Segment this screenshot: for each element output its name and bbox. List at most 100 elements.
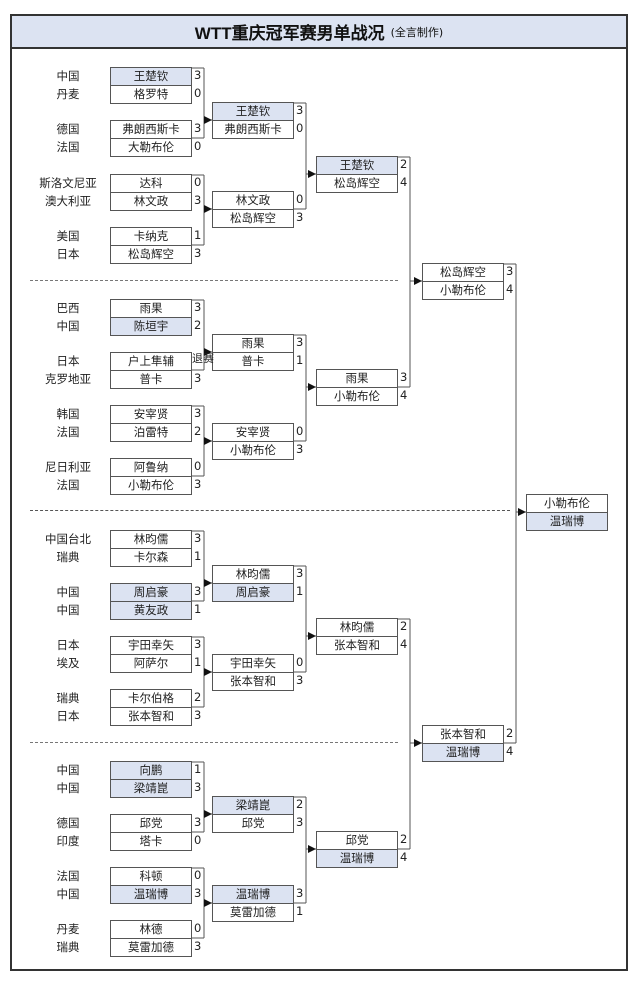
player-name: 松岛辉空 [423, 264, 503, 282]
player-score: 0 [296, 192, 304, 206]
player-score: 3 [194, 477, 202, 491]
player-score: 3 [296, 886, 304, 900]
round1-match: 邱党塔卡 [110, 814, 192, 851]
player-score: 4 [400, 388, 408, 402]
round3-match: 林昀儒张本智和 [316, 618, 398, 655]
arrow-icon [204, 899, 212, 907]
round2-match: 王楚钦弗朗西斯卡 [212, 102, 294, 139]
player-score: 4 [506, 744, 514, 758]
player-score: 3 [194, 406, 202, 420]
round2-match: 雨果普卡 [212, 334, 294, 371]
round1-match: 弗朗西斯卡大勒布伦 [110, 120, 192, 157]
player-score: 2 [400, 832, 408, 846]
player-country: 斯洛文尼亚 [39, 176, 97, 190]
player-score: 1 [194, 602, 202, 616]
player-country: 法国 [56, 425, 80, 439]
player-name: 雨果 [111, 300, 191, 318]
player-name: 梁靖崑 [111, 780, 191, 797]
arrow-icon [414, 277, 422, 285]
player-score: 3 [296, 210, 304, 224]
player-score: 1 [296, 353, 304, 367]
round2-match: 梁靖崑邱党 [212, 796, 294, 833]
player-score: 2 [296, 797, 304, 811]
player-name: 大勒布伦 [128, 140, 174, 154]
player-name: 雨果 [317, 370, 397, 388]
player-score: 2 [194, 318, 202, 332]
player-score: 1 [296, 904, 304, 918]
player-name: 户上隼辅 [111, 353, 191, 371]
player-country: 尼日利亚 [45, 460, 91, 474]
player-country: 日本 [56, 638, 80, 652]
arrow-icon [204, 205, 212, 213]
player-country: 日本 [56, 247, 80, 261]
player-name: 张本智和 [423, 726, 503, 744]
player-name: 梁靖崑 [213, 797, 293, 815]
page-title: WTT重庆冠军赛男单战况 [194, 24, 385, 43]
player-name: 弗朗西斯卡 [224, 122, 282, 136]
player-country: 德国 [56, 816, 80, 830]
withdrawal-note: 退赛 [192, 352, 214, 365]
player-name: 温瑞博 [527, 513, 607, 530]
player-score: 3 [194, 300, 202, 314]
player-name: 卡纳克 [111, 228, 191, 246]
player-score: 3 [194, 780, 202, 794]
player-country: 印度 [56, 834, 80, 848]
player-name: 塔卡 [139, 834, 163, 848]
arrow-icon [204, 116, 212, 124]
player-score: 0 [194, 921, 202, 935]
player-score: 2 [506, 726, 514, 740]
header: WTT重庆冠军赛男单战况 (全言制作) [10, 14, 628, 49]
player-name: 卡尔伯格 [111, 690, 191, 708]
player-country: 中国 [56, 585, 80, 599]
player-score: 1 [296, 584, 304, 598]
player-name: 王楚钦 [317, 157, 397, 175]
player-name: 小勒布伦 [128, 478, 174, 492]
player-name: 林文政 [213, 192, 293, 210]
round1-match: 户上隼辅普卡 [110, 352, 192, 389]
player-score: 3 [194, 121, 202, 135]
player-score: 3 [296, 673, 304, 687]
final-match: 小勒布伦温瑞博 [526, 494, 608, 531]
player-country: 法国 [56, 140, 80, 154]
player-score: 3 [194, 68, 202, 82]
page-subtitle: (全言制作) [390, 25, 444, 39]
player-score: 4 [506, 282, 514, 296]
player-country: 法国 [56, 478, 80, 492]
player-country: 瑞典 [56, 940, 80, 954]
player-score: 0 [194, 833, 202, 847]
player-name: 向鹏 [111, 762, 191, 780]
round2-match: 林昀儒周启豪 [212, 565, 294, 602]
player-name: 林文政 [133, 194, 169, 208]
player-country: 韩国 [56, 407, 80, 421]
player-score: 0 [194, 86, 202, 100]
player-name: 格罗特 [133, 87, 169, 101]
player-score: 0 [194, 139, 202, 153]
round1-match: 安宰贤泊雷特 [110, 405, 192, 442]
player-score: 4 [400, 175, 408, 189]
round2-match: 林文政松岛辉空 [212, 191, 294, 228]
half-separator [30, 510, 510, 511]
player-country: 中国 [56, 603, 80, 617]
arrow-icon [308, 383, 316, 391]
round1-match: 科顿温瑞博 [110, 867, 192, 904]
player-score: 0 [296, 655, 304, 669]
player-name: 张本智和 [334, 638, 380, 652]
player-country: 瑞典 [56, 691, 80, 705]
player-score: 3 [194, 886, 202, 900]
player-score: 2 [400, 619, 408, 633]
player-name: 邱党 [241, 816, 265, 830]
round1-match: 卡尔伯格张本智和 [110, 689, 192, 726]
player-score: 3 [296, 566, 304, 580]
player-score: 1 [194, 655, 202, 669]
player-name: 弗朗西斯卡 [111, 121, 191, 139]
player-name: 小勒布伦 [334, 389, 380, 403]
round4-match: 松岛辉空小勒布伦 [422, 263, 504, 300]
player-name: 王楚钦 [213, 103, 293, 121]
player-country: 中国 [56, 781, 80, 795]
round2-match: 安宰贤小勒布伦 [212, 423, 294, 460]
player-name: 安宰贤 [111, 406, 191, 424]
player-country: 克罗地亚 [45, 372, 91, 386]
player-score: 3 [194, 246, 202, 260]
player-score: 3 [296, 442, 304, 456]
